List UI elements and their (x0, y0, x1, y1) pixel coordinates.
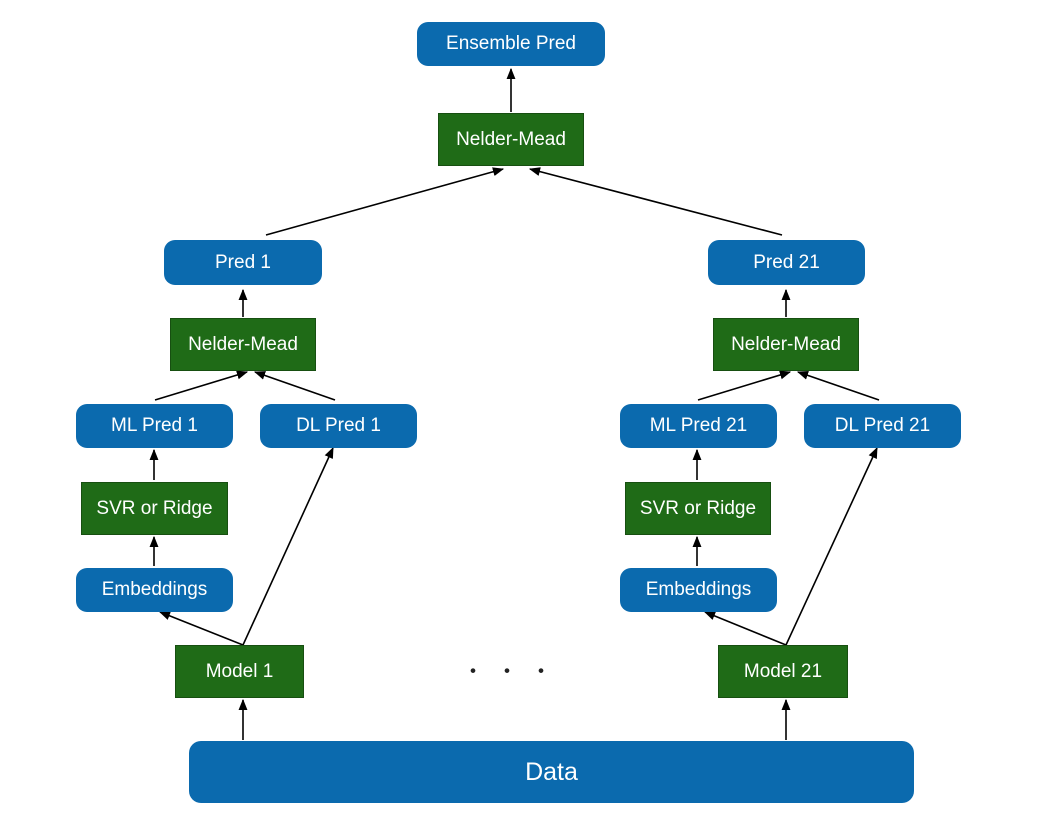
svr-ridge-21-box: SVR or Ridge (625, 482, 771, 535)
pred-21-box: Pred 21 (708, 240, 865, 285)
nelder-mead-1-box: Nelder-Mead (170, 318, 316, 371)
model-21-box: Model 21 (718, 645, 848, 698)
nelder-mead-top-box: Nelder-Mead (438, 113, 584, 166)
arrow-dl-pred-21-to-nm (796, 371, 880, 401)
arrow-pred-1-to-nm-top (265, 167, 505, 236)
embeddings-21-box: Embeddings (620, 568, 777, 612)
arrow-ml-pred-1-to-nm (154, 370, 249, 401)
ml-pred-1-box: ML Pred 1 (76, 404, 233, 448)
arrow-model-21-to-dl-pred (785, 446, 878, 646)
data-box: Data (189, 741, 914, 803)
arrow-model-1-to-dl-pred (242, 446, 334, 646)
svr-ridge-1-box: SVR or Ridge (81, 482, 228, 535)
dl-pred-1-box: DL Pred 1 (260, 404, 417, 448)
model-1-box: Model 1 (175, 645, 304, 698)
ml-pred-21-box: ML Pred 21 (620, 404, 777, 448)
pred-1-box: Pred 1 (164, 240, 322, 285)
arrow-dl-pred-1-to-nm (253, 371, 336, 401)
embeddings-1-box: Embeddings (76, 568, 233, 612)
nelder-mead-21-box: Nelder-Mead (713, 318, 859, 371)
arrow-model-1-to-embeddings (158, 611, 244, 646)
ensemble-pred-box: Ensemble Pred (417, 22, 605, 66)
arrow-ml-pred-21-to-nm (697, 370, 792, 401)
arrow-pred-21-to-nm-top (528, 167, 783, 236)
ellipsis: ・・・ (462, 659, 565, 684)
arrow-model-21-to-embeddings (703, 611, 787, 646)
dl-pred-21-box: DL Pred 21 (804, 404, 961, 448)
